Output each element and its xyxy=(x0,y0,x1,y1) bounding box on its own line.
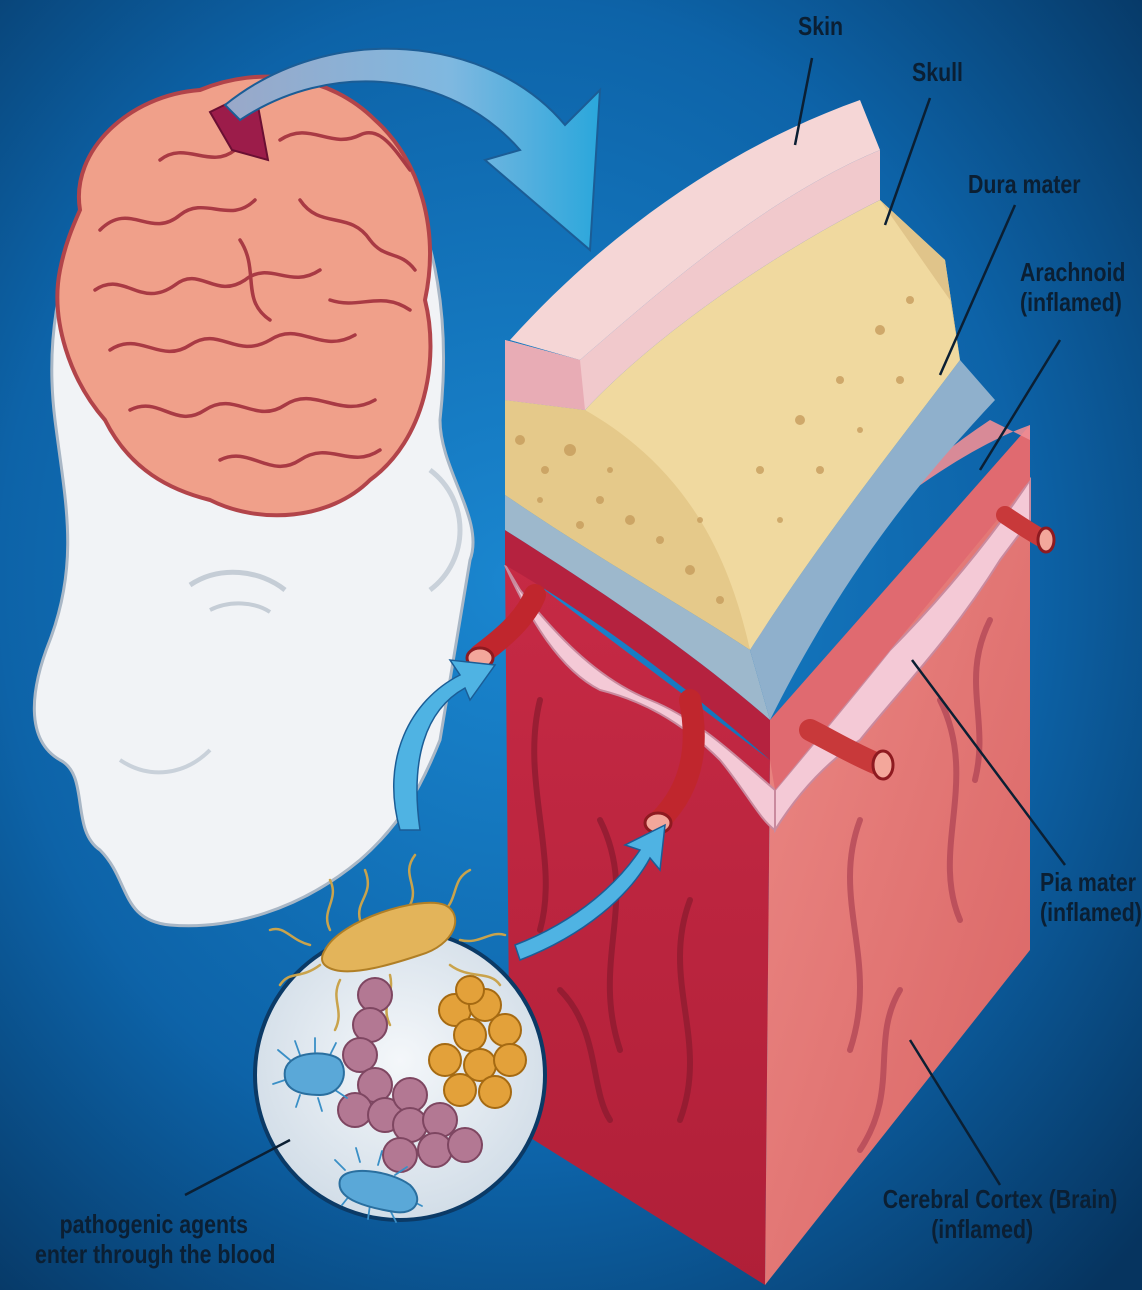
label-pathogen-line2: enter through the blood xyxy=(35,1240,281,1270)
label-dura-mater: Dura mater xyxy=(968,170,1081,200)
label-skin: Skin xyxy=(798,12,843,42)
label-arachnoid-name: Arachnoid xyxy=(1020,258,1125,288)
label-cerebral-cortex: Cerebral Cortex (Brain) (inflamed) xyxy=(882,1185,1118,1245)
label-pia-state: (inflamed) xyxy=(1040,898,1142,928)
label-pia-mater: Pia mater (inflamed) xyxy=(1040,868,1142,928)
label-pia-name: Pia mater xyxy=(1040,868,1142,898)
label-pathogenic-agents: pathogenic agents enter through the bloo… xyxy=(35,1210,281,1270)
label-arachnoid-state: (inflamed) xyxy=(1020,288,1125,318)
label-cortex-name: Cerebral Cortex (Brain) xyxy=(882,1185,1118,1215)
label-cortex-state: (inflamed) xyxy=(931,1215,1118,1245)
label-skull: Skull xyxy=(912,58,963,88)
label-arachnoid: Arachnoid (inflamed) xyxy=(1020,258,1125,318)
label-pathogen-line1: pathogenic agents xyxy=(60,1210,281,1240)
